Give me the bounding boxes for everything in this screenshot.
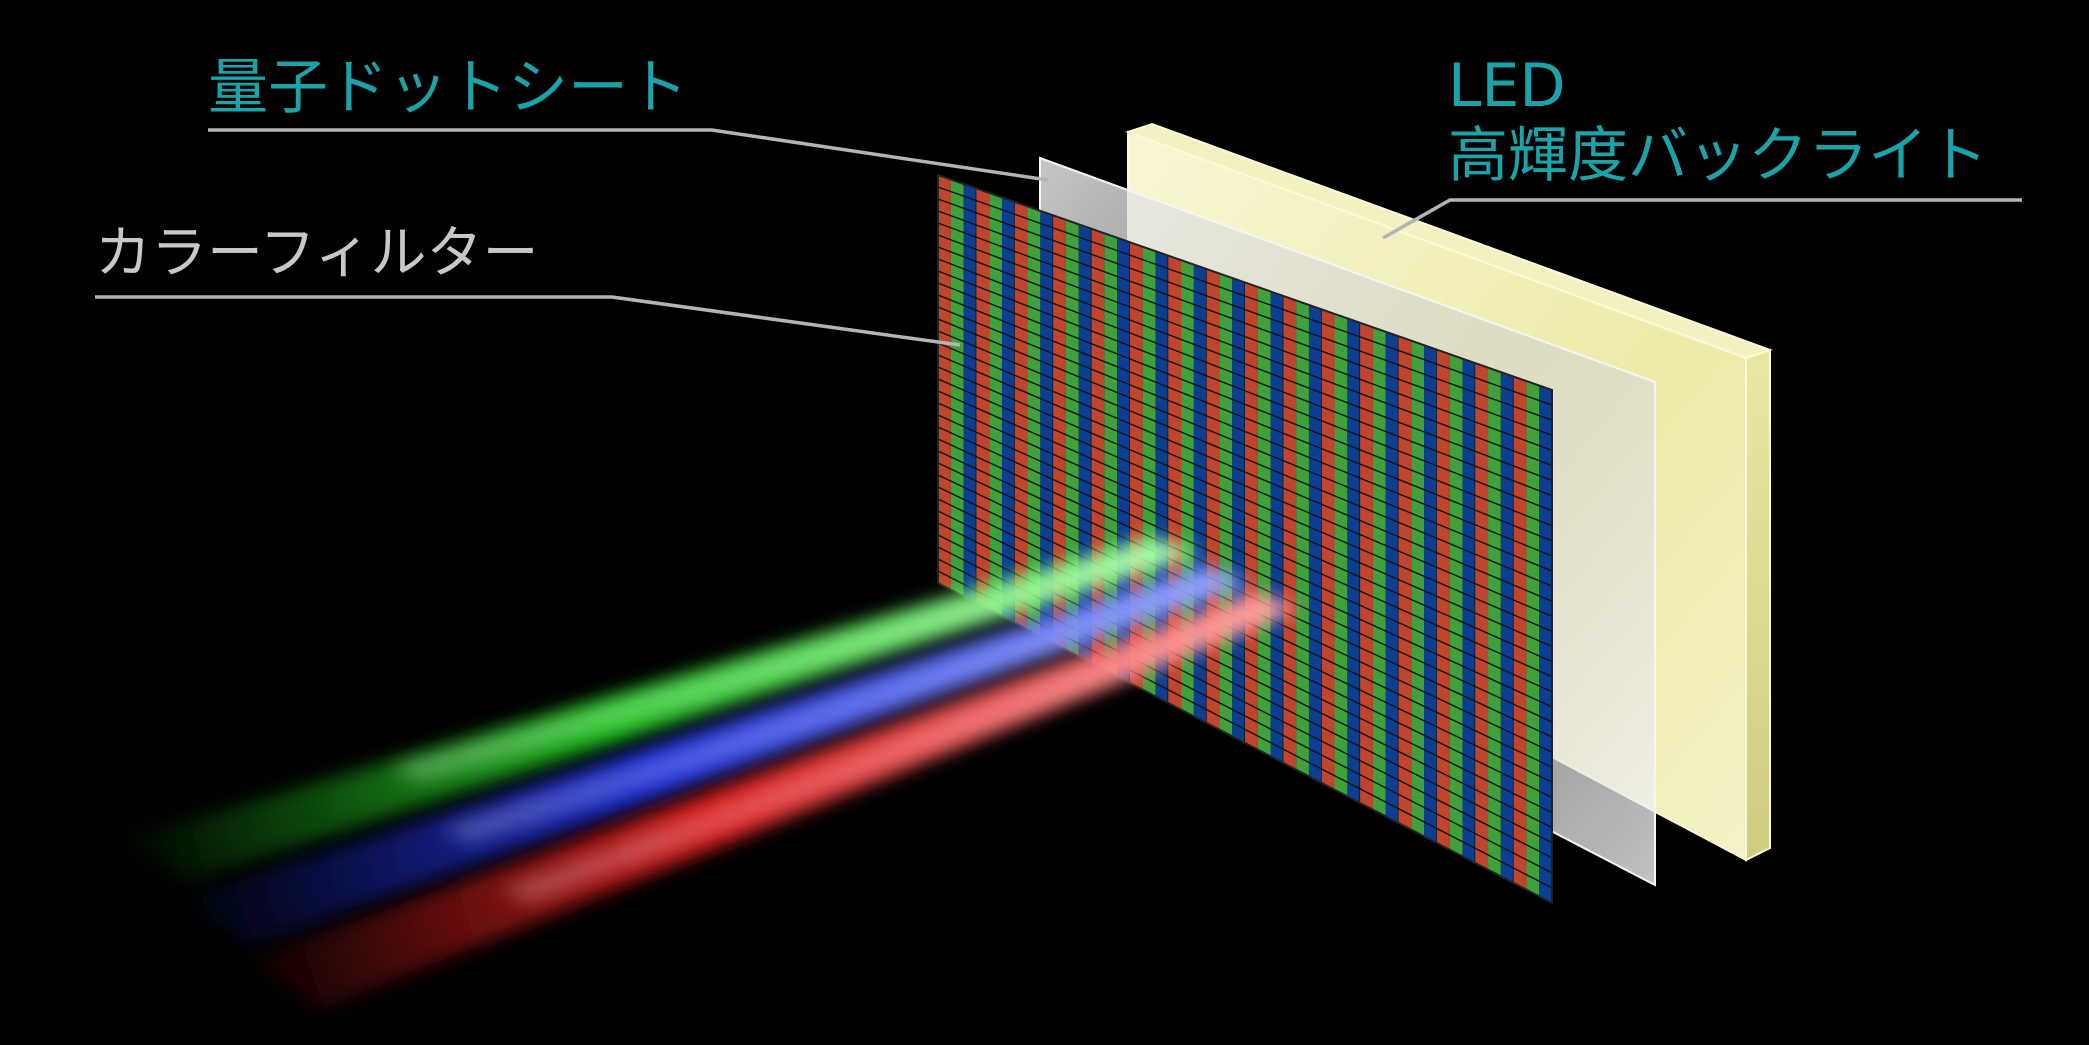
filter-row-line — [938, 558, 1552, 874]
beam-red-core — [500, 604, 1290, 902]
filter-row-line — [938, 294, 1552, 542]
filter-row-line — [938, 270, 1552, 512]
filter-border — [937, 173, 1553, 905]
backlight-side-edge — [1745, 348, 1771, 862]
filter-row-line — [938, 498, 1552, 799]
filter-row-line — [938, 366, 1552, 633]
leader-line-quantum-dot-sheet — [208, 128, 1049, 182]
filter-row-line — [938, 402, 1552, 678]
label-high-brightness-backlight: 高輝度バックライト — [1448, 121, 1988, 191]
filter-row-line — [938, 186, 1552, 406]
filter-row-line — [938, 510, 1552, 814]
beam-green-core — [390, 548, 1190, 780]
label-led: LED — [1448, 51, 1566, 121]
filter-row-line — [938, 450, 1552, 738]
filter-row-line — [938, 306, 1552, 557]
filter-row-line — [938, 330, 1552, 587]
label-quantum-dot-sheet: 量子ドットシート — [208, 53, 688, 123]
filter-row-line — [938, 282, 1552, 527]
leader-line-color-filter — [95, 295, 961, 347]
filter-row-line — [938, 318, 1552, 572]
filter-row-line — [938, 258, 1552, 497]
filter-row-line — [938, 378, 1552, 648]
filter-row-line — [938, 246, 1552, 482]
rgb-light-beams-icon — [120, 538, 1300, 1010]
filter-row-line — [938, 486, 1552, 783]
filter-row-line — [938, 414, 1552, 693]
filter-row-line — [938, 390, 1552, 663]
filter-row-line — [938, 342, 1552, 602]
filter-row-line — [938, 354, 1552, 617]
filter-row-line — [938, 222, 1552, 452]
filter-row-line — [938, 198, 1552, 421]
leader-line-led-backlight — [1382, 198, 2022, 240]
label-color-filter: カラーフィルター — [95, 221, 539, 286]
beam-blue-core — [440, 578, 1240, 842]
filter-row-line — [938, 426, 1552, 708]
filter-row-line — [938, 234, 1552, 467]
leader-lines — [95, 128, 2022, 347]
filter-row-line — [938, 210, 1552, 436]
